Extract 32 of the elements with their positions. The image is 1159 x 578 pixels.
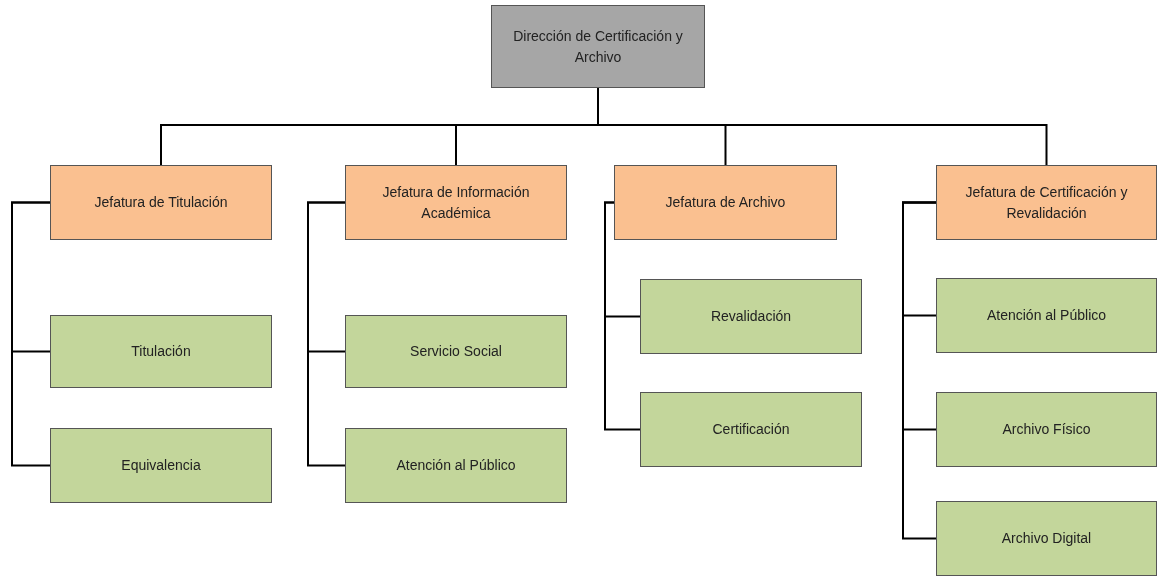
- box-label: Jefatura de Certificación y Revalidación: [964, 183, 1129, 223]
- box-label: Dirección de Certificación y Archivo: [512, 27, 684, 67]
- unit-box: [640, 279, 862, 354]
- connector-line: [307, 201, 346, 467]
- director-box: [491, 5, 705, 88]
- box-label: Titulación: [131, 342, 191, 362]
- box-label: Archivo Físico: [1002, 420, 1091, 440]
- box-label: Atención al Público: [986, 306, 1107, 326]
- unit-box: [936, 278, 1157, 353]
- unit-box: [345, 428, 567, 503]
- box-label: Revalidación: [710, 307, 792, 327]
- unit-box: [50, 315, 272, 388]
- unit-box: [936, 392, 1157, 467]
- connector-line: [604, 201, 641, 431]
- connector-line: [902, 201, 937, 540]
- connector-line: [11, 201, 51, 467]
- box-label: Equivalencia: [121, 456, 201, 476]
- box-label: Jefatura de Archivo: [665, 193, 786, 213]
- box-label: Jefatura de Información Académica: [381, 183, 531, 223]
- unit-box: [936, 501, 1157, 576]
- unit-box: [640, 392, 862, 467]
- department-box: [936, 165, 1157, 240]
- unit-box: [345, 315, 567, 388]
- box-label: Archivo Digital: [1001, 529, 1092, 549]
- unit-box: [50, 428, 272, 503]
- department-box: [345, 165, 567, 240]
- box-label: Jefatura de Titulación: [94, 193, 228, 213]
- department-box: [614, 165, 837, 240]
- box-label: Certificación: [712, 420, 790, 440]
- box-label: Atención al Público: [396, 456, 516, 476]
- box-label: Servicio Social: [410, 342, 502, 362]
- department-box: [50, 165, 272, 240]
